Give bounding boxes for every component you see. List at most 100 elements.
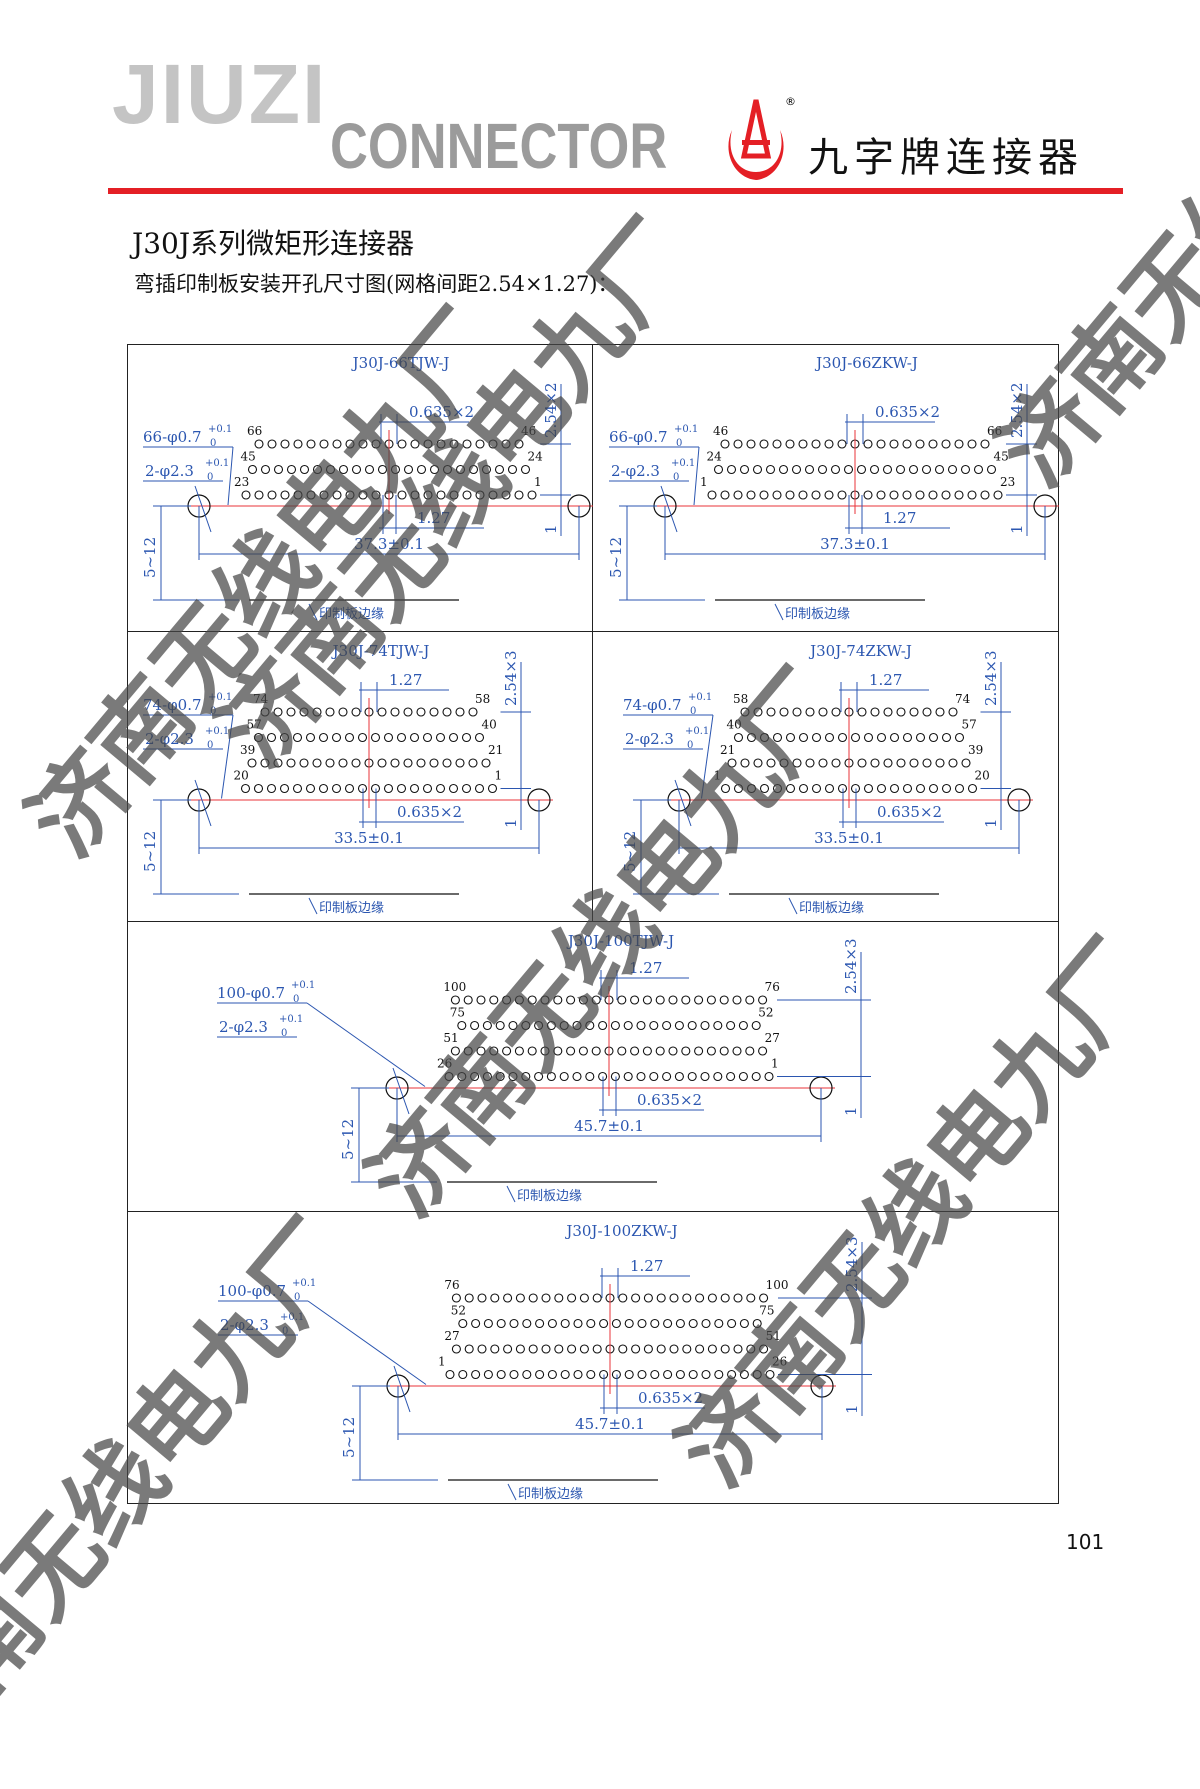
pin-number-label: 20: [975, 769, 990, 783]
pin-hole: [961, 758, 971, 768]
pin-hole: [247, 758, 257, 768]
pin-hole: [331, 732, 342, 743]
pin-hole: [759, 1344, 769, 1354]
pin-hole: [623, 1020, 633, 1031]
pin-hole: [824, 732, 835, 743]
pin-hole: [857, 707, 867, 717]
pin-hole: [495, 1071, 505, 1082]
pin-hole: [681, 1046, 691, 1056]
pin-hole: [566, 995, 576, 1005]
pin-hole: [586, 1369, 596, 1380]
pin-number-label: 100: [766, 1278, 789, 1292]
dim-edge-distance: 5~12: [339, 1119, 357, 1160]
pin-hole: [896, 707, 906, 717]
pin-hole: [779, 707, 789, 717]
pin-hole: [713, 1071, 723, 1082]
registered-mark: ®: [785, 95, 796, 108]
pin-number-label: 45: [994, 450, 1009, 464]
pin-hole: [650, 1369, 660, 1380]
pin-hole: [325, 758, 335, 768]
pin-hole: [928, 732, 939, 743]
pin-hole: [260, 707, 270, 717]
pin-hole: [726, 1020, 736, 1031]
pin-hole: [573, 1369, 583, 1380]
pin-hole: [318, 732, 329, 743]
pin-hole: [503, 1344, 513, 1354]
pin-hole: [273, 464, 284, 475]
pin-hole: [695, 1293, 705, 1303]
pin-hole: [637, 1318, 647, 1329]
pin-hole: [522, 1318, 532, 1329]
pin-number-label: 58: [733, 692, 748, 706]
pin-hole: [509, 1318, 519, 1329]
pin-hole: [921, 464, 932, 475]
pin-hole: [464, 1344, 474, 1354]
pin-hole: [396, 732, 407, 743]
pin-hole: [481, 464, 492, 475]
pin-hole: [449, 490, 459, 500]
pin-hole: [631, 1293, 641, 1303]
pin-hole: [488, 439, 498, 449]
dim-top-pitch: 0.635×2: [409, 403, 474, 421]
pin-hole: [471, 1369, 481, 1380]
pin-hole: [909, 758, 919, 768]
pin-hole: [573, 1318, 583, 1329]
pin-hole: [279, 732, 290, 743]
pin-number-label: 58: [475, 692, 490, 706]
pin-number-label: 45: [241, 450, 256, 464]
pin-hole: [598, 1020, 608, 1031]
dim-edge-distance: 5~12: [607, 537, 625, 578]
pin-hole: [701, 1318, 711, 1329]
pin-hole: [740, 758, 750, 768]
tolerance-upper: +0.1: [674, 424, 698, 435]
pin-hole: [922, 758, 932, 768]
pin-hole: [695, 1344, 705, 1354]
pin-hole: [266, 732, 277, 743]
pin-hole: [364, 464, 375, 475]
logo-jiuzi: JIUZI: [112, 47, 328, 141]
pin-number-label: 76: [444, 1278, 459, 1292]
mount-hole-callout: 2-φ2.3: [219, 1018, 268, 1036]
pin-hole: [280, 490, 290, 500]
pin-hole: [306, 439, 316, 449]
pin-hole: [429, 758, 439, 768]
pin-hole: [448, 783, 459, 794]
pin-hole: [700, 1020, 710, 1031]
pin-hole: [445, 1369, 455, 1380]
pin-hole: [455, 707, 465, 717]
pin-hole: [451, 1293, 461, 1303]
pin-hole: [805, 758, 815, 768]
pin-hole: [371, 490, 381, 500]
pin-hole: [514, 995, 524, 1005]
pin-hole: [396, 783, 407, 794]
pin-hole: [534, 1071, 544, 1082]
dimension-line: [306, 1002, 426, 1087]
page-subtitle: 弯插印制板安装开孔尺寸图(网格间距2.54×1.27)：: [134, 272, 619, 296]
mount-hole-callout: 2-φ2.3: [145, 730, 194, 748]
pin-hole: [863, 439, 873, 449]
pin-hole: [475, 490, 485, 500]
pin-hole: [508, 1071, 518, 1082]
pin-hole: [541, 1344, 551, 1354]
pin-hole: [279, 783, 290, 794]
pin-hole: [457, 1071, 467, 1082]
dim-bottom-pitch: 0.635×2: [397, 803, 462, 821]
pin-hole: [481, 758, 491, 768]
pin-hole: [318, 783, 329, 794]
board-edge-label: 印制板边缘: [517, 1189, 582, 1204]
pin-hole: [528, 1293, 538, 1303]
pin-hole: [247, 464, 258, 475]
pin-hole: [720, 783, 731, 794]
drawing-title: J30J-66ZKW-J: [814, 354, 918, 372]
pin-hole: [383, 783, 394, 794]
pin-hole: [416, 758, 426, 768]
pin-number-label: 1: [534, 475, 542, 489]
tolerance-lower: 0: [690, 706, 696, 717]
pin-hole: [745, 1046, 755, 1056]
pin-hole: [273, 707, 283, 717]
pin-hole: [527, 1046, 537, 1056]
pin-hole: [759, 783, 770, 794]
pin-hole: [798, 490, 808, 500]
pin-hole: [791, 464, 802, 475]
pin-hole: [501, 490, 511, 500]
